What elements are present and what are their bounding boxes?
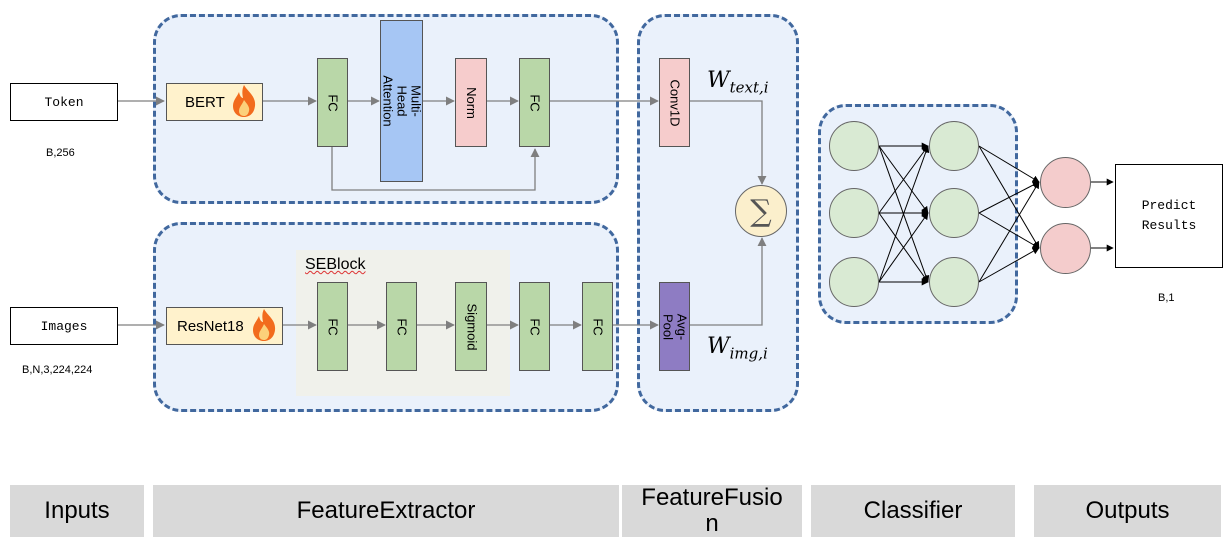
nn-link-input-hidden — [878, 145, 929, 214]
nn-link-hidden-output — [978, 145, 1040, 183]
bert-label: BERT — [185, 93, 225, 111]
fire-icon — [233, 85, 256, 117]
image-fc3-label: FC — [527, 317, 543, 336]
band-inputs-label: Inputs — [44, 497, 110, 524]
nn-link-hidden-output — [978, 181, 1040, 283]
images-input-box: Images — [10, 307, 118, 345]
summation-node: ∑ — [735, 185, 787, 237]
summation-symbol: ∑ — [750, 193, 772, 229]
seblock-label: SEBlock — [305, 256, 366, 273]
predict-line-1: Predict — [1141, 198, 1197, 213]
norm-block: Norm — [455, 58, 487, 147]
output-neuron-1 — [1040, 157, 1091, 208]
avg-pool-label: Avg-Pool — [660, 313, 690, 340]
multi-head-attention-block: Multi-Head Attention — [380, 20, 424, 182]
hidden-neuron-3 — [929, 257, 979, 307]
image-fc2-block: FC — [386, 282, 417, 371]
norm-label: Norm — [464, 86, 479, 119]
fire-icon — [253, 309, 276, 341]
avg-pool-block: Avg-Pool — [659, 282, 690, 371]
w-text-subscript: text,i — [729, 78, 769, 97]
input-neuron-3 — [829, 257, 879, 307]
image-fc1-label: FC — [325, 317, 341, 336]
w-img-main: W — [707, 334, 730, 359]
conv1d-block: Conv1D — [659, 58, 690, 147]
sigmoid-label: Sigmoid — [464, 303, 479, 350]
band-outputs-label: Outputs — [1085, 497, 1170, 524]
token-label: Token — [44, 94, 84, 110]
text-fc1-label: FC — [325, 93, 341, 112]
output-shape-label: B,1 — [1158, 292, 1175, 304]
sigmoid-block: Sigmoid — [455, 282, 487, 371]
image-fc2-label: FC — [394, 317, 410, 336]
band-feature-extractor-label: FeatureExtractor — [296, 497, 476, 524]
w-text-label: Wtext,i — [707, 68, 769, 96]
output-neuron-2 — [1040, 223, 1091, 274]
w-img-subscript: img,i — [729, 344, 768, 363]
conv1d-label: Conv1D — [667, 79, 683, 126]
band-classifier: Classifier — [811, 485, 1015, 537]
predict-line-2: Results — [1141, 218, 1197, 233]
band-inputs: Inputs — [10, 485, 144, 537]
text-fc2-block: FC — [519, 58, 550, 147]
image-fc3-block: FC — [519, 282, 550, 371]
band-classifier-label: Classifier — [863, 497, 963, 524]
band-feature-fusion-line2: n — [705, 510, 719, 537]
nn-link-hidden-output — [978, 181, 1040, 214]
hidden-neuron-2 — [929, 188, 979, 238]
band-feature-extractor: FeatureExtractor — [153, 485, 619, 537]
nn-link-input-hidden — [878, 212, 929, 283]
hidden-neuron-1 — [929, 121, 979, 171]
token-input-box: Token — [10, 83, 118, 121]
w-img-label: Wimg,i — [707, 334, 768, 362]
w-text-main: W — [707, 68, 730, 93]
band-feature-fusion-line1: FeatureFusio — [641, 485, 783, 511]
nn-link-input-hidden — [878, 145, 930, 283]
input-neuron-2 — [829, 188, 879, 238]
images-shape-label: B,N,3,224,224 — [22, 364, 93, 376]
multi-head-attention-label: Multi-Head Attention — [380, 75, 424, 127]
image-fc1-block: FC — [317, 282, 348, 371]
seblock-title: SEBlock — [305, 256, 365, 274]
nn-link-hidden-output — [978, 212, 1040, 249]
band-outputs: Outputs — [1034, 485, 1221, 537]
text-fc1-block: FC — [317, 58, 348, 147]
token-shape-label: B,256 — [46, 147, 75, 159]
image-fc4-block: FC — [582, 282, 613, 371]
input-neuron-1 — [829, 121, 879, 171]
text-fc2-label: FC — [527, 93, 543, 112]
image-fc4-label: FC — [590, 317, 606, 336]
nn-link-hidden-output — [978, 247, 1040, 283]
resnet18-label: ResNet18 — [177, 317, 244, 335]
images-label: Images — [40, 318, 88, 334]
